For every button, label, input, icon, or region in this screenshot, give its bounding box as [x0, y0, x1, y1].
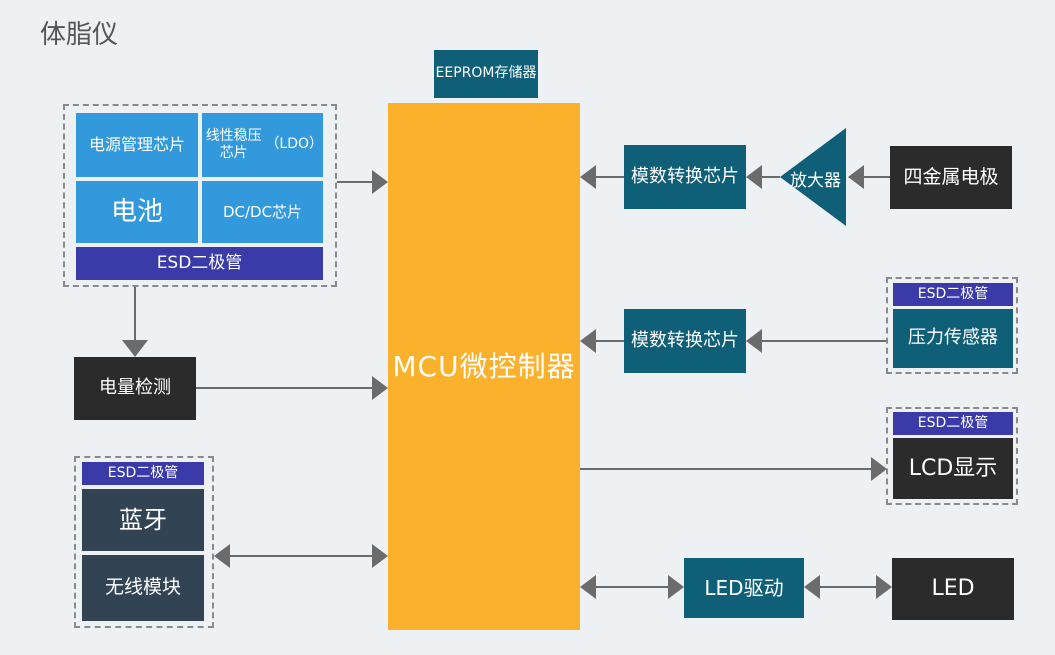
battery-monitor-block: 电量检测 — [74, 357, 196, 420]
led-block: LED — [892, 558, 1014, 620]
amplifier-label: 放大器 — [790, 171, 841, 191]
adc-top-line1: 模数转换 — [631, 165, 703, 187]
lcd-display-block: LCD显示 — [893, 438, 1013, 499]
amplifier-triangle — [780, 128, 846, 226]
ldo-block: 线性稳压芯片 （LDO） — [202, 113, 323, 177]
mcu-block: MCU 微控制器 — [388, 103, 580, 630]
bluetooth-block: 蓝牙 — [82, 489, 204, 551]
dcdc-line2: 芯片 — [272, 202, 303, 221]
wireless-esd-block: ESD二极管 — [82, 462, 204, 485]
adc-mid-line2: 芯片 — [703, 329, 739, 351]
adc-top-line2: 芯片 — [703, 165, 739, 187]
power-group — [63, 104, 337, 287]
dcdc-line1: DC/DC — [222, 202, 273, 221]
page-title: 体脂仪 — [40, 20, 119, 50]
eeprom-line1: EEPROM — [435, 65, 495, 82]
eeprom-block: EEPROM 存储器 — [434, 50, 538, 98]
adc-top-block: 模数转换 芯片 — [624, 145, 746, 209]
wireless-group — [74, 456, 214, 628]
wireless-module-block: 无线模块 — [82, 555, 204, 621]
ldo-line1: 线性稳压芯片 — [205, 127, 262, 162]
pmic-block: 电源管理芯片 — [76, 113, 198, 177]
adc-mid-line1: 模数转换 — [631, 329, 703, 351]
pressure-group — [886, 277, 1018, 374]
power-esd-block: ESD二极管 — [76, 247, 323, 280]
mcu-line2: 微控制器 — [459, 350, 576, 383]
pressure-esd-block: ESD二极管 — [893, 283, 1013, 306]
eeprom-line2: 存储器 — [494, 65, 537, 82]
led-driver-block: LED驱动 — [684, 558, 804, 618]
ldo-line2: （LDO） — [265, 136, 323, 153]
battery-block: 电池 — [76, 181, 198, 243]
electrode-block: 四金属电极 — [890, 146, 1012, 209]
mcu-line1: MCU — [392, 350, 460, 383]
pressure-sensor-block: 压力传感器 — [893, 309, 1013, 368]
lcd-group — [886, 407, 1018, 505]
adc-mid-block: 模数转换 芯片 — [624, 309, 746, 373]
lcd-esd-block: ESD二极管 — [893, 412, 1013, 435]
dcdc-block: DC/DC 芯片 — [202, 181, 323, 243]
